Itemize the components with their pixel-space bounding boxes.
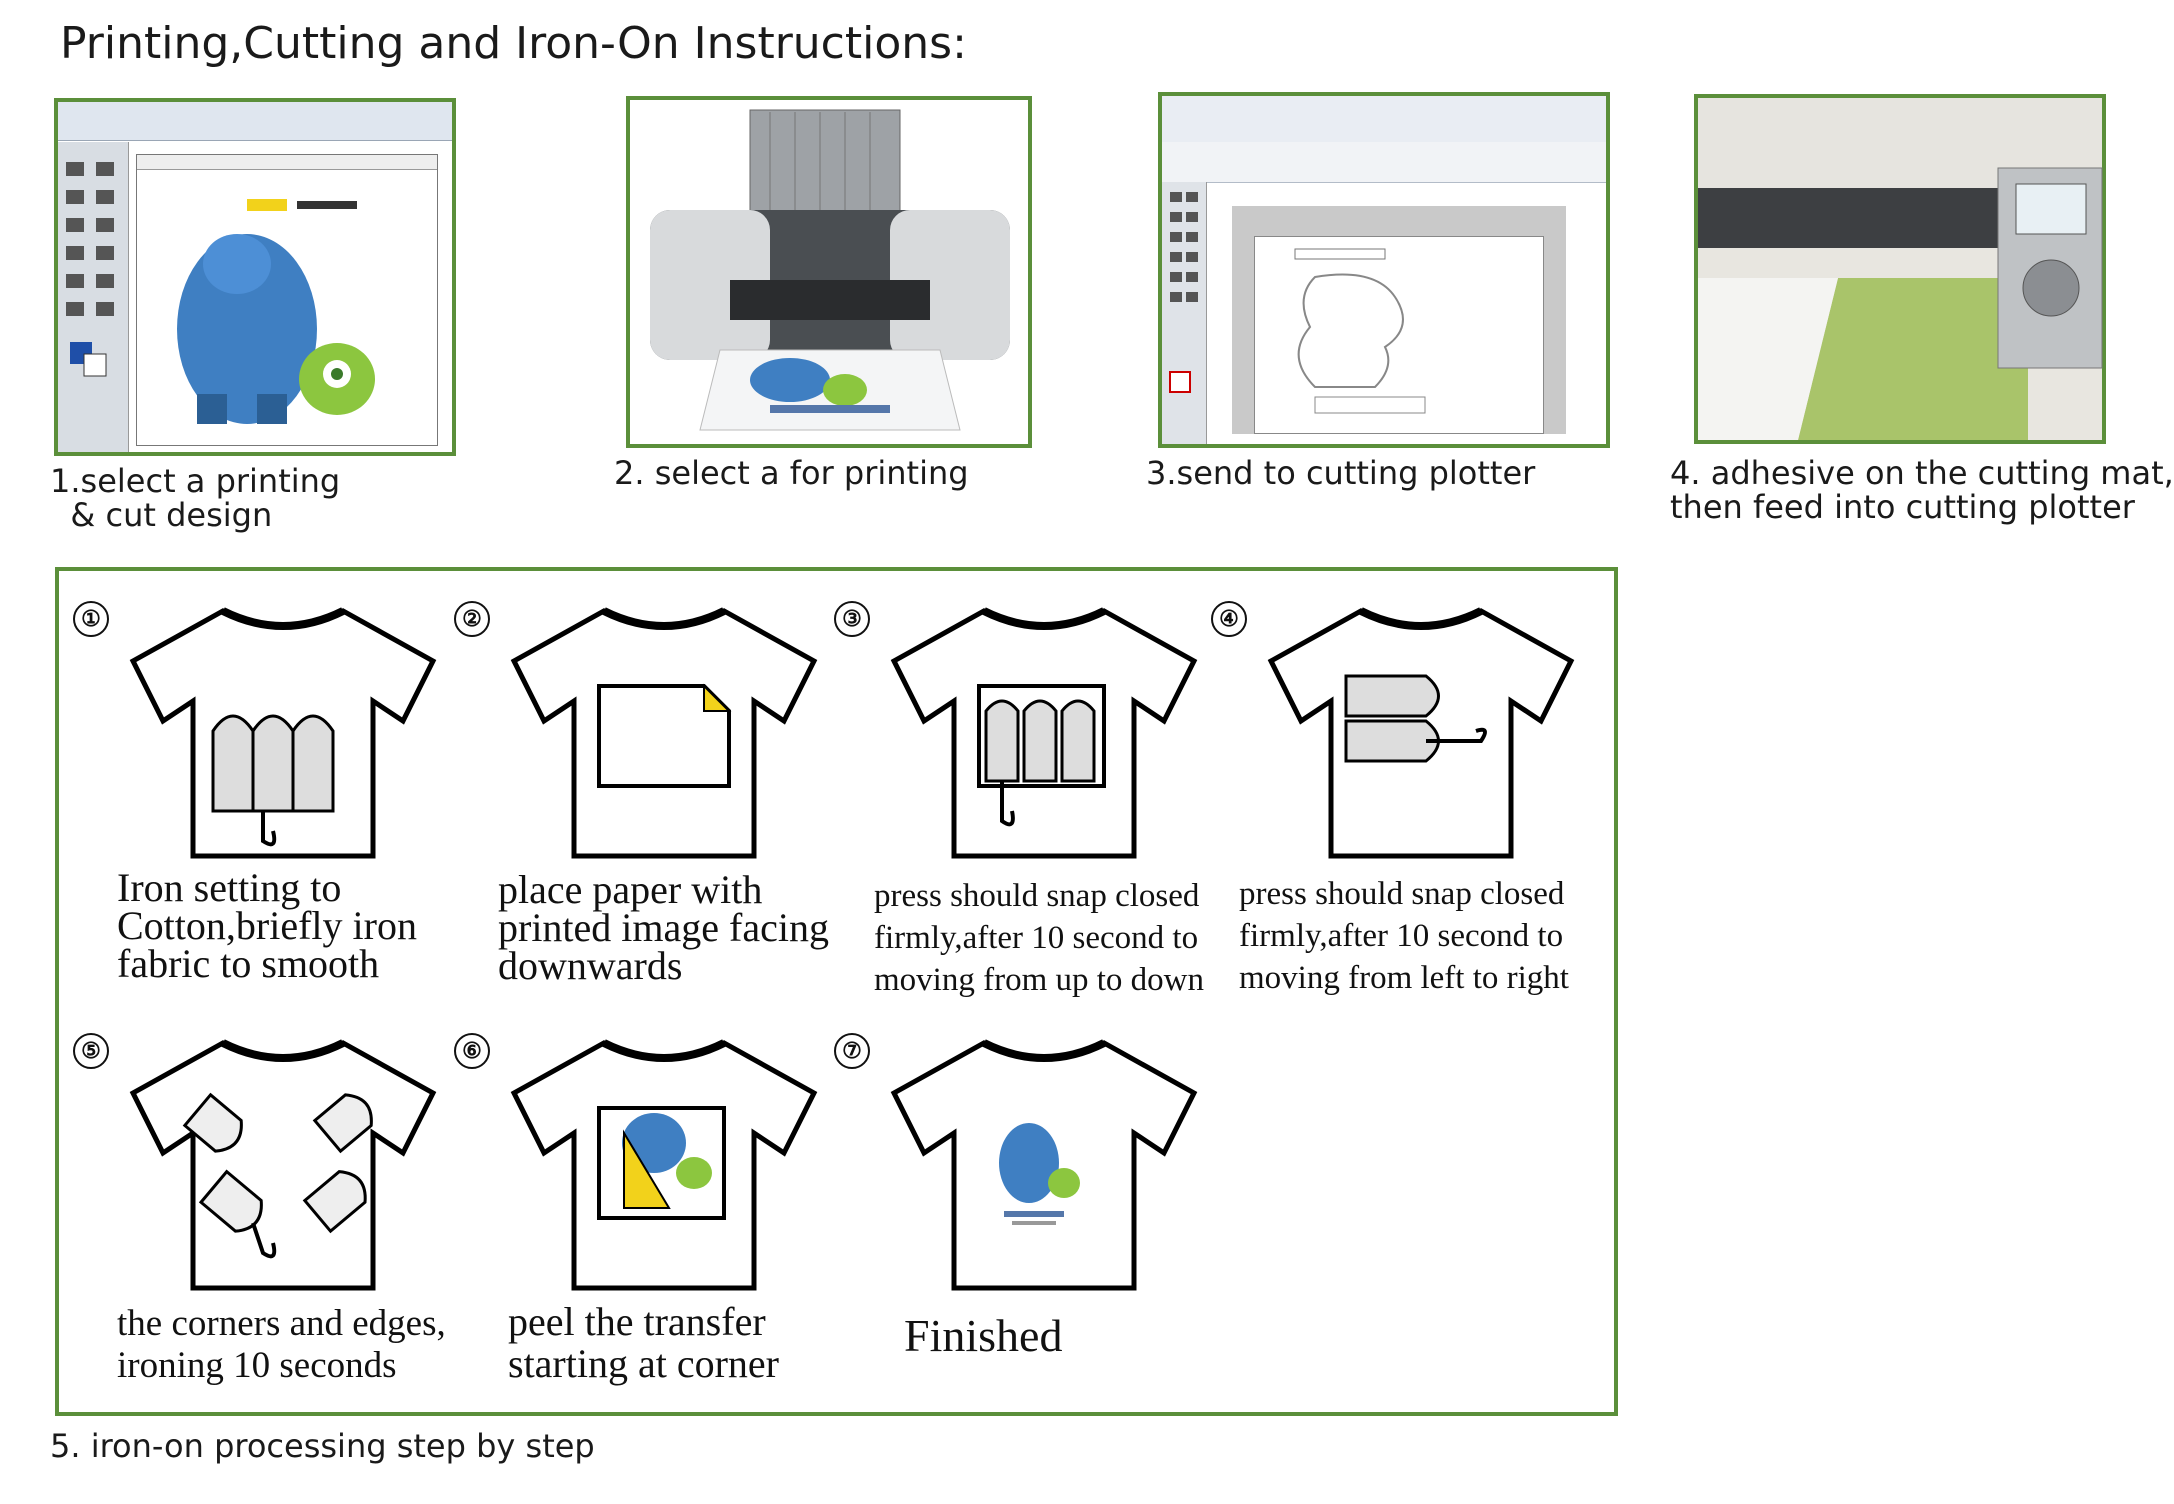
iron-step-7: ⑦ Finished	[834, 1033, 1198, 1373]
step-text: press should snap closed firmly,after 10…	[1239, 876, 1569, 996]
iron-step-6: ⑥ peel the transfer starting at corner	[454, 1033, 818, 1385]
step-number: ④	[1211, 601, 1247, 637]
step-text: press should snap closed firmly,after 10…	[874, 878, 1204, 998]
printer-icon	[650, 109, 1010, 431]
step-text: place paper with printed image facing do…	[498, 867, 829, 988]
step-text: Finished	[904, 1310, 1063, 1361]
cut-page	[1254, 236, 1544, 434]
step-2-caption: 2. select a for printing	[614, 454, 969, 492]
software-toolbox	[1162, 182, 1207, 444]
step-4-caption: 4. adhesive on the cutting mat, then fee…	[1670, 454, 2174, 526]
step-1-caption: 1.select a printing & cut design	[50, 462, 341, 534]
editor-menubar	[58, 102, 452, 141]
iron-step-3: ③ press should snap closed firmly,after …	[834, 601, 1204, 998]
cutting-plotter-icon	[1698, 98, 2103, 440]
iron-step-5: ⑤ the corners and edges, ironing 10 seco…	[73, 1033, 446, 1386]
step-number: ①	[73, 601, 109, 637]
tshirt-corners-icon	[129, 1039, 437, 1291]
step-text: Iron setting to Cotton,briefly iron fabr…	[117, 865, 417, 986]
tool-icons	[1169, 192, 1198, 393]
step-3-caption: 3.send to cutting plotter	[1146, 454, 1536, 492]
toolbox-icons	[66, 162, 114, 377]
iron-on-caption: 5. iron-on processing step by step	[50, 1427, 595, 1465]
tshirt-press-down-icon	[890, 607, 1198, 859]
editor-toolbox	[58, 142, 129, 452]
software-menubar	[1162, 96, 1606, 143]
cutting-software-screenshot	[1158, 92, 1610, 448]
cutting-plotter-photo	[1694, 94, 2106, 444]
printer-image	[626, 96, 1032, 448]
step-number: ③	[834, 601, 870, 637]
editor-document	[136, 154, 438, 446]
iron-on-panel: ① Iron setting to Cotton,briefly iron fa…	[55, 567, 1618, 1416]
step-text: peel the transfer starting at corner	[508, 1299, 779, 1386]
page-title: Printing,Cutting and Iron-On Instruction…	[60, 18, 967, 69]
sulley-and-mike-icon	[177, 199, 375, 424]
step-number: ⑥	[454, 1033, 490, 1069]
cut-outline-icon	[1294, 248, 1426, 414]
step-number: ⑤	[73, 1033, 109, 1069]
step-text: the corners and edges, ironing 10 second…	[117, 1303, 446, 1386]
tshirt-iron-icon	[129, 607, 437, 859]
iron-step-1: ① Iron setting to Cotton,briefly iron fa…	[73, 601, 437, 984]
editor-ruler	[137, 155, 437, 170]
software-canvas	[1232, 206, 1566, 434]
tshirt-paper-icon	[510, 607, 818, 859]
photo-editor-screenshot	[54, 98, 456, 456]
iron-step-2: ② place paper with printed image facing …	[454, 601, 829, 986]
tshirt-peel-icon	[510, 1039, 818, 1291]
software-toolbar	[1162, 142, 1606, 183]
step-number: ②	[454, 601, 490, 637]
step-number: ⑦	[834, 1033, 870, 1069]
tshirt-press-right-icon	[1267, 607, 1575, 859]
iron-step-4: ④ press should snap closed firmly,after …	[1211, 601, 1575, 996]
tshirt-finished-icon	[890, 1039, 1198, 1291]
